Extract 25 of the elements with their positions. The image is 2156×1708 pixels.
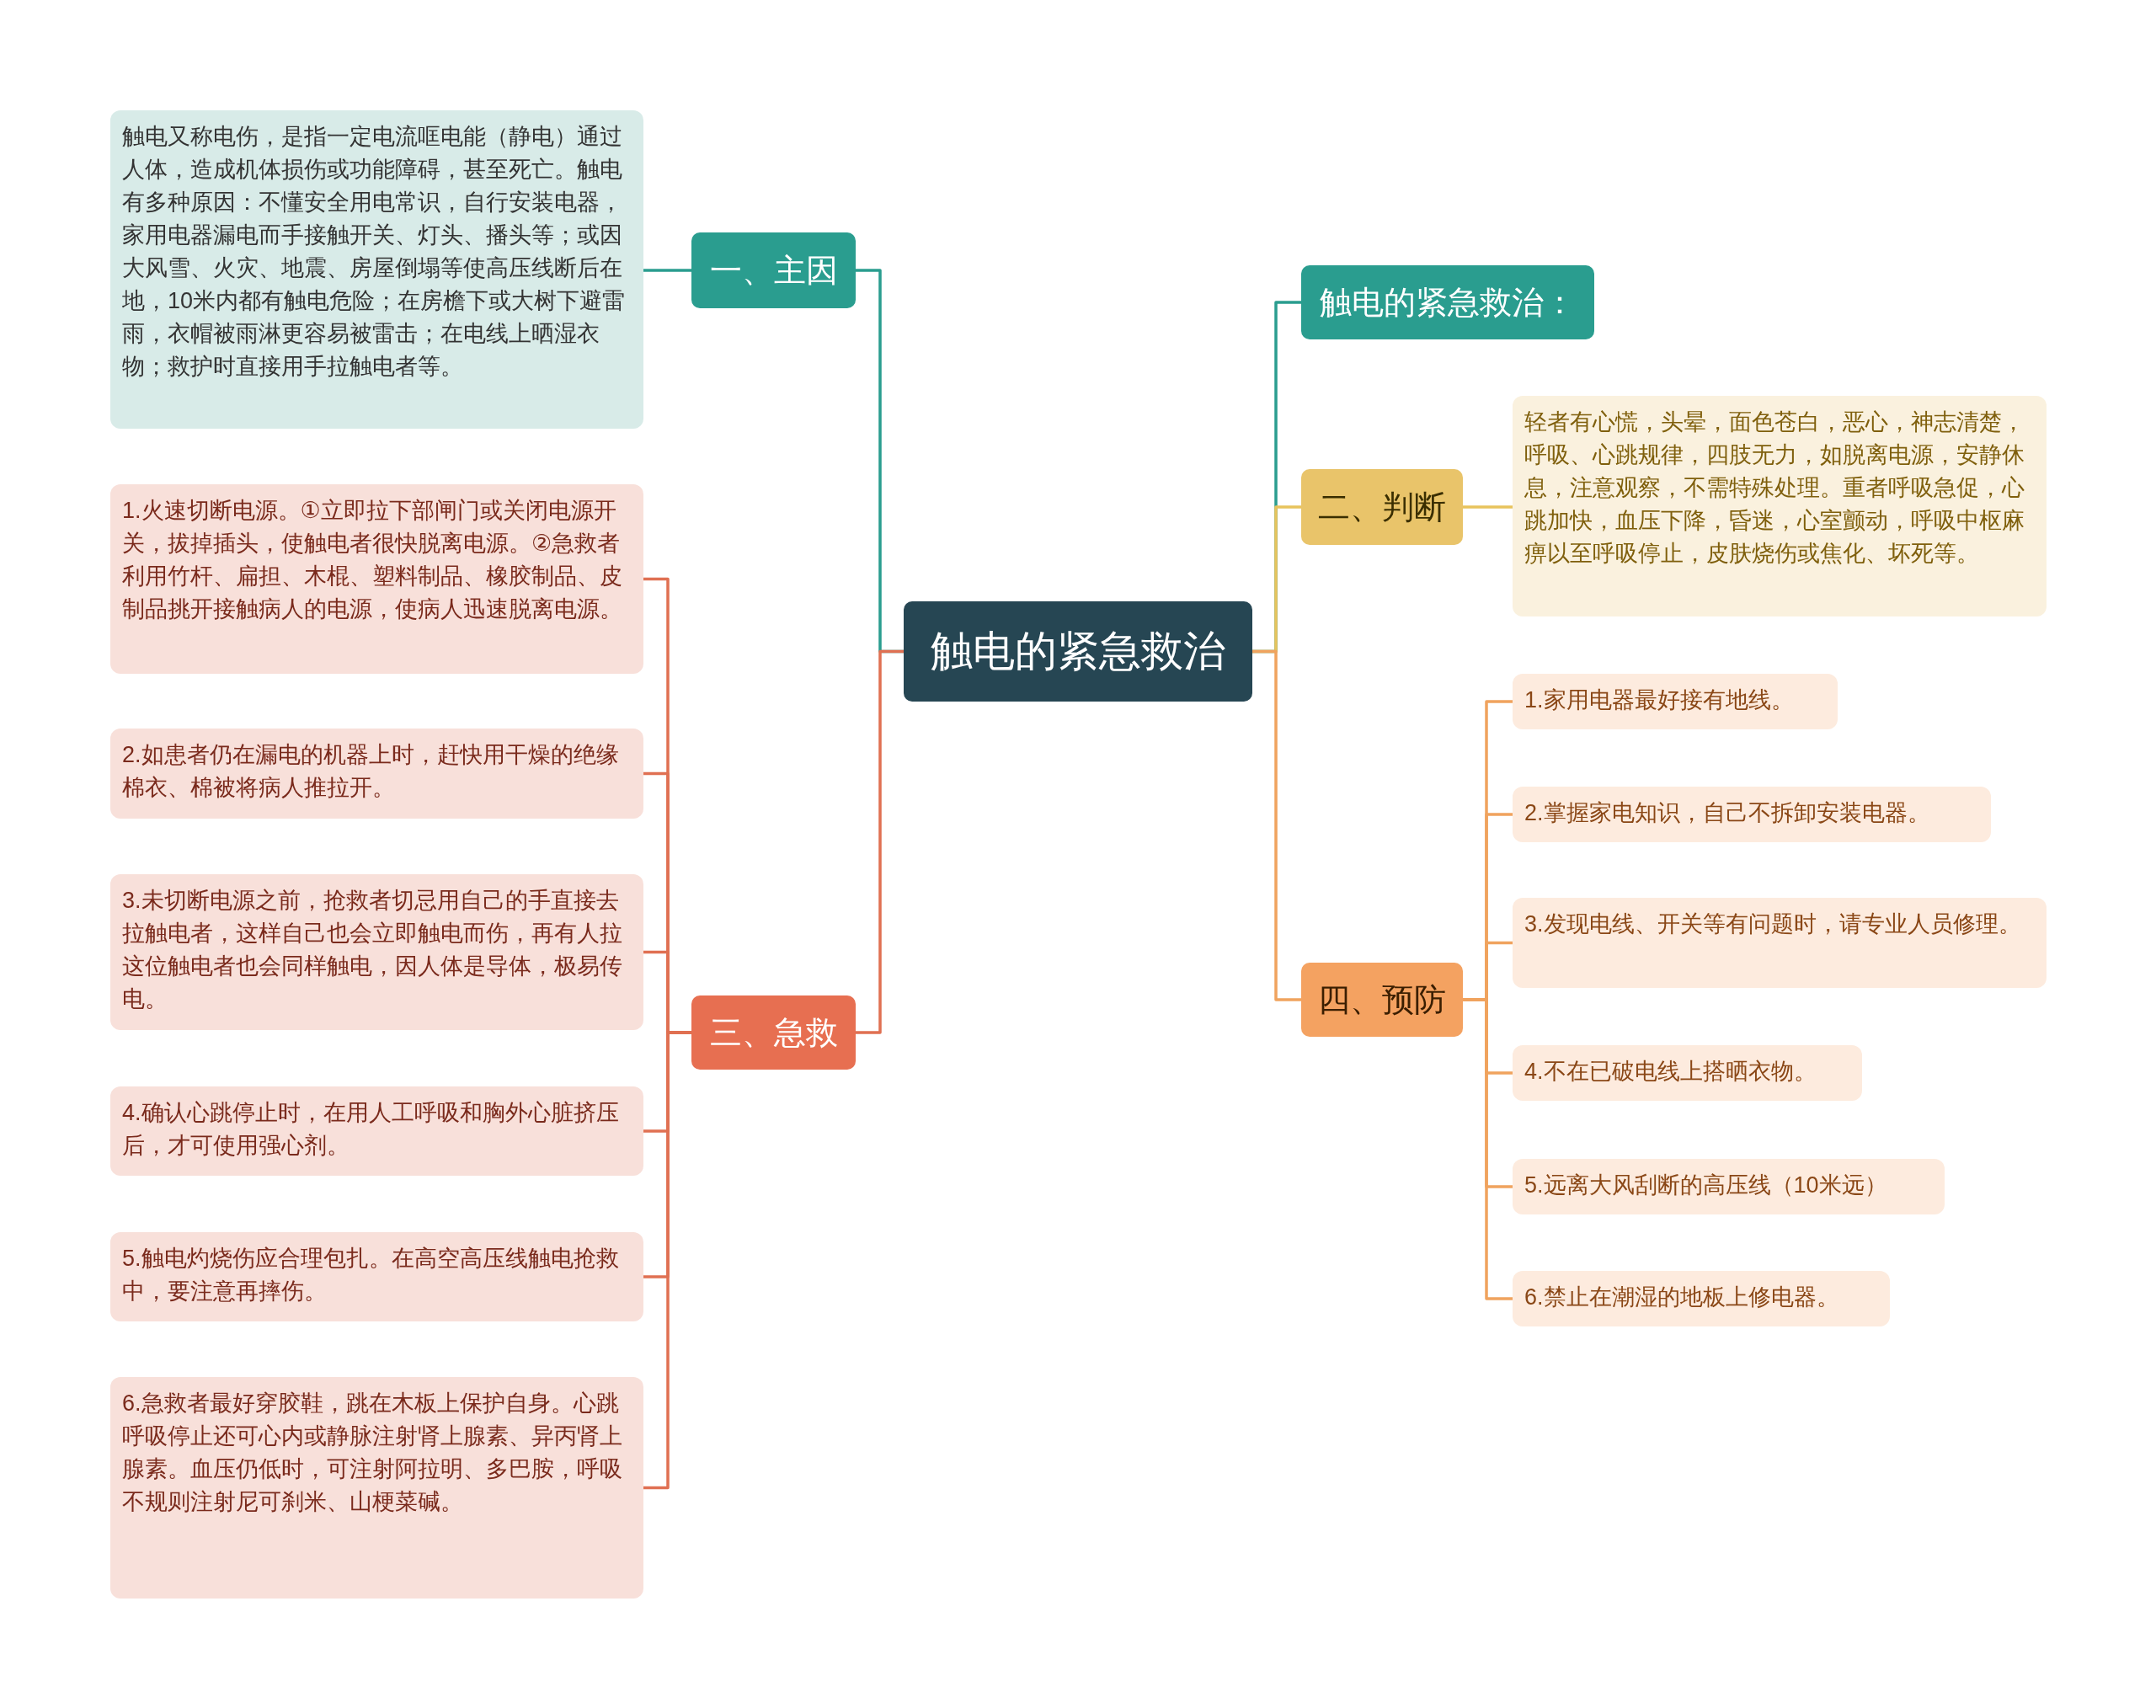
- note-card: 触电又称电伤，是指一定电流哐电能（静电）通过人体，造成机体损伤或功能障碍，甚至死亡。触电有多种原因：不懂安全用电常识，自行安装电器，家用电器漏电而手接触开关、灯头、播头等；或因大风雪、火灾、地震、房屋倒塌等使高压线断后在地，10米内都有触电危险；在房檐下或大树下避雷雨，衣帽被雨淋更容易被雷击；在电线上晒湿衣物；救护时直接用手拉触电者等。: [110, 110, 643, 429]
- note-card: 1.家用电器最好接有地线。: [1513, 674, 1838, 729]
- branch-topic: 一、主因: [691, 232, 856, 308]
- note-card: 1.火速切断电源。①立即拉下部闸门或关闭电源开关，拔掉插头，使触电者很快脱离电源。②急救者利用竹杆、扁担、木棍、塑料制品、橡胶制品、皮制品挑开接触病人的电源，使病人迅速脱离电源。: [110, 484, 643, 674]
- connector-line: [856, 649, 904, 1034]
- note-card: 2.如患者仍在漏电的机器上时，赶快用干燥的绝缘棉衣、棉被将病人推拉开。: [110, 729, 643, 819]
- note-card: 4.不在已破电线上搭晒衣物。: [1513, 1045, 1862, 1101]
- note-card: 2.掌握家电知识，自己不拆卸安装电器。: [1513, 787, 1991, 842]
- connector-line: [643, 269, 691, 272]
- note-card: 4.确认心跳停止时，在用人工呼吸和胸外心脏挤压后，才可使用强心剂。: [110, 1086, 643, 1176]
- branch-topic: 四、预防: [1301, 963, 1463, 1037]
- note-card: 3.发现电线、开关等有问题时，请专业人员修理。: [1513, 898, 2047, 988]
- note-card: 5.触电灼烧伤应合理包扎。在高空高压线触电抢救中，要注意再摔伤。: [110, 1232, 643, 1321]
- note-card: 轻者有心慌，头晕，面色苍白，恶心，神志清楚，呼吸、心跳规律，四肢无力，如脱离电源，安静休息，注意观察，不需特殊处理。重者呼吸急促，心跳加快，血压下降，昏迷，心室颤动，呼吸中枢麻痹以至呼吸停止，皮肤烧伤或焦化、坏死等。: [1513, 396, 2047, 616]
- branch-topic: 二、判断: [1301, 469, 1463, 545]
- connector-line: [1252, 649, 1301, 1001]
- central-topic: 触电的紧急救治: [904, 601, 1252, 702]
- connector-line: [1463, 505, 1513, 509]
- note-card: 3.未切断电源之前，抢救者切忌用自己的手直接去拉触电者，这样自己也会立即触电而伤，再有人拉这位触电者也会同样触电，因人体是导体，极易传电。: [110, 874, 643, 1030]
- branch-topic: 触电的紧急救治：: [1301, 265, 1594, 339]
- note-card: 5.远离大风刮断的高压线（10米远）: [1513, 1159, 1945, 1214]
- branch-topic: 三、急救: [691, 995, 856, 1070]
- note-card: 6.急救者最好穿胶鞋，跳在木板上保护自身。心跳呼吸停止还可心内或静脉注射肾上腺素、异丙肾上腺素。血压仍低时，可注射阿拉明、多巴胺，呼吸不规则注射尼可刹米、山梗菜碱。: [110, 1377, 643, 1599]
- connector-line: [1463, 998, 1513, 1300]
- note-card: 6.禁止在潮湿的地板上修电器。: [1513, 1271, 1890, 1326]
